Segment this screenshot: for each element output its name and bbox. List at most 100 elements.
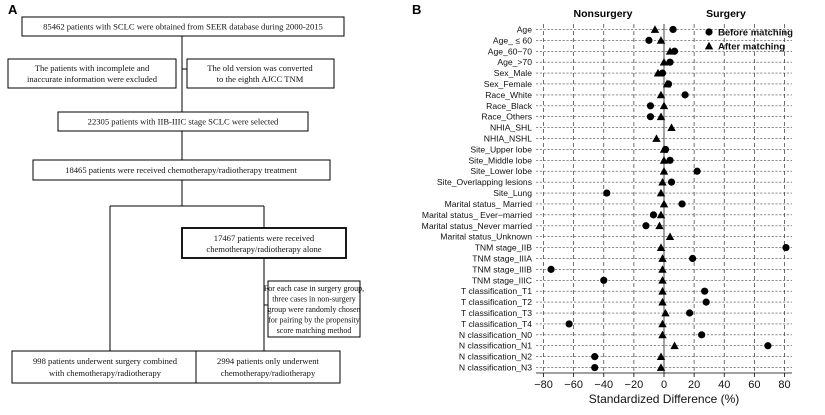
y-tick-label: Age_60~70 bbox=[488, 46, 532, 56]
box-nonsurgery bbox=[195, 350, 341, 384]
box-selected bbox=[57, 111, 309, 132]
after-matching-point bbox=[661, 308, 670, 317]
y-tick-label: TNM stage_IIB bbox=[475, 243, 533, 253]
after-matching-point bbox=[656, 188, 666, 197]
x-tick-label: 20 bbox=[688, 379, 700, 391]
before-matching-point bbox=[646, 113, 655, 121]
before-matching-point bbox=[547, 265, 555, 273]
before-matching-point bbox=[666, 58, 674, 66]
y-tick-label: TNM stage_IIIA bbox=[472, 253, 532, 263]
y-tick-label: Race_Others bbox=[481, 112, 532, 122]
after-matching-point bbox=[656, 90, 666, 99]
box-alone bbox=[181, 227, 347, 259]
box-excluded-line: The patients with incomplete and bbox=[35, 63, 150, 73]
after-matching-point bbox=[667, 123, 676, 131]
y-tick-label: T classification_T3 bbox=[461, 308, 532, 318]
after-matching-point bbox=[665, 47, 675, 55]
y-tick-label: Site_Overlapping lesions bbox=[437, 177, 532, 187]
box-nonsurgery-line: chemotherapy/radiotherapy bbox=[221, 368, 316, 378]
after-matching-point bbox=[659, 145, 669, 153]
y-tick-label: Site_Lung bbox=[493, 188, 532, 198]
after-matching-point bbox=[652, 134, 661, 142]
box-selected-text: 22305 patients with IIB-IIIC stage SCLC … bbox=[88, 117, 279, 127]
after-matching-point bbox=[659, 156, 669, 164]
after-matching-point bbox=[658, 330, 667, 339]
y-tick-label: Marital status_Unknown bbox=[440, 232, 532, 242]
after-matching-point bbox=[658, 177, 667, 186]
flowchart-connectors bbox=[109, 36, 268, 351]
after-matching-point bbox=[656, 210, 666, 219]
box-alone-line: 17467 patients were received bbox=[214, 233, 315, 243]
after-matching-point bbox=[662, 79, 672, 88]
before-matching-point bbox=[649, 211, 658, 219]
before-matching-point bbox=[782, 243, 790, 252]
after-matching-point bbox=[659, 101, 669, 110]
after-matching-point bbox=[658, 276, 667, 284]
before-matching-point bbox=[698, 331, 706, 339]
after-matching-point bbox=[665, 232, 675, 241]
y-tick-label: Site_Middle lobe bbox=[468, 155, 532, 165]
y-tick-label: Site_Upper lobe bbox=[470, 144, 532, 154]
box-converted-line: The old version was converted bbox=[207, 63, 313, 73]
x-tick-label: −20 bbox=[625, 379, 644, 391]
before-matching-point bbox=[645, 36, 653, 44]
before-matching-point bbox=[678, 200, 686, 208]
y-tick-label: Race_White bbox=[485, 90, 532, 100]
before-matching-point bbox=[701, 287, 709, 295]
header-nonsurgery: Nonsurgery bbox=[574, 8, 633, 20]
box-alone-line: chemotherapy/radiotherapy alone bbox=[206, 244, 321, 254]
y-tick-label: Age_>70 bbox=[497, 57, 532, 67]
after-matching-point bbox=[653, 68, 663, 77]
after-matching-point bbox=[670, 341, 679, 350]
before-matching-point bbox=[693, 167, 701, 175]
y-tick-label: N classification_N0 bbox=[459, 330, 532, 340]
x-tick-label: 40 bbox=[718, 379, 730, 391]
flowchart-boxes bbox=[7, 16, 361, 384]
y-tick-label: Marital status_Never married bbox=[422, 221, 533, 231]
x-tick-label: 0 bbox=[661, 379, 667, 391]
panel-b-label: B bbox=[412, 2, 421, 17]
before-matching-point bbox=[646, 102, 655, 110]
legend-before-label: Before matching bbox=[718, 28, 793, 39]
x-tick-label: 60 bbox=[748, 379, 760, 391]
before-matching-point bbox=[681, 91, 689, 99]
box-matching-line: group were randomly chosen bbox=[267, 305, 360, 314]
before-matching-point bbox=[686, 309, 694, 317]
y-tick-label: Sex_Female bbox=[484, 79, 532, 89]
box-nonsurgery-line: 2994 patients only underwent bbox=[217, 356, 320, 366]
before-matching-point bbox=[591, 363, 599, 372]
box-excluded-line: inaccurate information were excluded bbox=[27, 74, 158, 84]
box-converted-line: to the eighth AJCC TNM bbox=[217, 74, 304, 84]
box-matching bbox=[267, 280, 361, 338]
box-matching-line: score matching method bbox=[277, 326, 352, 335]
x-tick-label: 80 bbox=[778, 379, 790, 391]
after-matching-point bbox=[650, 25, 660, 33]
after-matching-point bbox=[658, 319, 667, 328]
legend-after-marker bbox=[704, 41, 714, 50]
box-surgery-line: with chemotherapy/radiotherapy bbox=[49, 368, 162, 378]
x-axis-title: Standardized Difference (%) bbox=[589, 392, 740, 406]
box-matching-line: three cases in non-surgery bbox=[272, 295, 356, 304]
before-matching-point bbox=[591, 353, 599, 361]
after-matching-point bbox=[656, 363, 666, 371]
after-matching-point bbox=[656, 352, 666, 361]
y-tick-label: Marital status_ Married bbox=[445, 199, 533, 209]
before-matching-point bbox=[689, 254, 697, 263]
before-matching-point bbox=[603, 189, 611, 197]
before-matching-point bbox=[764, 342, 772, 350]
after-matching-point bbox=[656, 243, 666, 251]
y-tick-label: T classification_T4 bbox=[461, 319, 532, 329]
box-total-text: 85462 patients with SCLC were obtained f… bbox=[43, 22, 323, 32]
box-matching-line: for pairing by the propensity bbox=[268, 316, 360, 325]
before-matching-point bbox=[669, 25, 677, 34]
y-tick-label: N classification_N2 bbox=[459, 352, 532, 362]
before-matching-point bbox=[666, 156, 674, 164]
panel-a-label: A bbox=[8, 2, 18, 17]
plot-marks bbox=[547, 25, 790, 372]
after-matching-point bbox=[658, 254, 667, 262]
y-tick-label: TNM stage_IIIC bbox=[472, 275, 532, 285]
